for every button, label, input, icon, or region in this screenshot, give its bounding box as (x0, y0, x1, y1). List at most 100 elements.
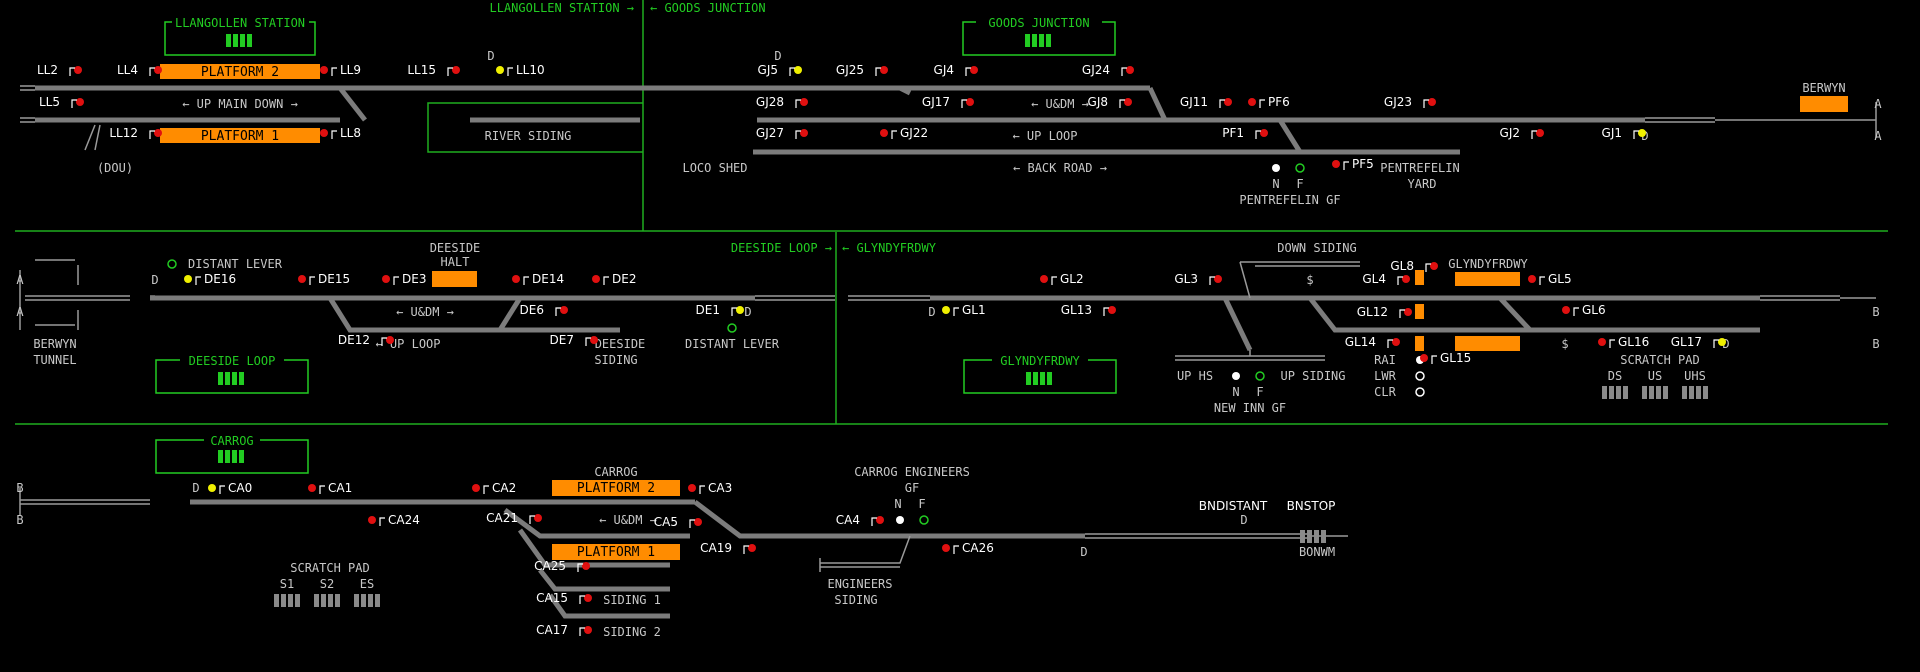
box-goods-junction[interactable]: GOODS JUNCTION (962, 16, 1116, 56)
signal-de3[interactable]: DE3 (382, 272, 426, 286)
signal-gl2[interactable]: GL2 (1040, 272, 1084, 286)
signal-aspect-icon[interactable] (1332, 160, 1340, 168)
n-lever-indicator[interactable] (1272, 164, 1280, 172)
signal-aspect-icon[interactable] (560, 306, 568, 314)
signal-ca17[interactable]: CA17 (536, 623, 592, 637)
signal-gj1[interactable]: GJ1 (1602, 126, 1646, 140)
signal-gj25[interactable]: GJ25 (836, 63, 888, 77)
signal-aspect-icon[interactable] (800, 98, 808, 106)
signal-aspect-icon[interactable] (512, 275, 520, 283)
signal-de15[interactable]: DE15 (298, 272, 350, 286)
signal-aspect-icon[interactable] (876, 516, 884, 524)
clr-indicator[interactable] (1415, 387, 1425, 397)
signal-aspect-icon[interactable] (1392, 338, 1400, 346)
signal-aspect-icon[interactable] (76, 98, 84, 106)
signal-aspect-icon[interactable] (942, 544, 950, 552)
signal-de14[interactable]: DE14 (512, 272, 564, 286)
signal-gl6[interactable]: GL6 (1562, 303, 1606, 317)
signal-ca0[interactable]: CA0 (208, 481, 252, 495)
signal-aspect-icon[interactable] (1428, 98, 1436, 106)
signal-aspect-icon[interactable] (1528, 275, 1536, 283)
signal-aspect-icon[interactable] (590, 336, 598, 344)
signal-aspect-icon[interactable] (1718, 338, 1726, 346)
signal-aspect-icon[interactable] (1248, 98, 1256, 106)
signal-pf1[interactable]: PF1 (1222, 126, 1268, 140)
signal-de7[interactable]: DE7 (550, 333, 598, 347)
signal-aspect-icon[interactable] (584, 594, 592, 602)
signal-de2[interactable]: DE2 (592, 272, 636, 286)
signal-aspect-icon[interactable] (584, 626, 592, 634)
signal-aspect-icon[interactable] (694, 518, 702, 526)
n-lever-indicator[interactable] (896, 516, 904, 524)
signal-pf5[interactable]: PF5 (1332, 157, 1374, 171)
signal-gj4[interactable]: GJ4 (934, 63, 978, 77)
n-lever-indicator[interactable] (1232, 372, 1240, 380)
signal-aspect-icon[interactable] (748, 544, 756, 552)
signal-gj8[interactable]: GJ8 (1088, 95, 1132, 109)
f-lever-indicator[interactable] (1295, 163, 1305, 173)
signal-ll10[interactable]: LL10 (496, 63, 545, 77)
signal-ca15[interactable]: CA15 (536, 591, 592, 605)
signal-aspect-icon[interactable] (298, 275, 306, 283)
signal-aspect-icon[interactable] (320, 129, 328, 137)
signal-ll12[interactable]: LL12 (109, 126, 162, 140)
signal-aspect-icon[interactable] (308, 484, 316, 492)
signal-aspect-icon[interactable] (1124, 98, 1132, 106)
signal-pf6[interactable]: PF6 (1248, 95, 1290, 109)
scratch-pad-keys[interactable] (274, 530, 1326, 607)
signal-aspect-icon[interactable] (1224, 98, 1232, 106)
signal-aspect-icon[interactable] (1562, 306, 1570, 314)
distant-lever-indicator[interactable] (167, 259, 177, 269)
signal-aspect-icon[interactable] (184, 275, 192, 283)
signal-aspect-icon[interactable] (1404, 308, 1412, 316)
signal-ll5[interactable]: LL5 (39, 95, 84, 109)
signal-aspect-icon[interactable] (452, 66, 460, 74)
signal-aspect-icon[interactable] (1430, 262, 1438, 270)
signal-aspect-icon[interactable] (534, 514, 542, 522)
signal-gj17[interactable]: GJ17 (922, 95, 974, 109)
signal-ca25[interactable]: CA25 (534, 559, 590, 573)
signal-aspect-icon[interactable] (154, 66, 162, 74)
signal-gj23[interactable]: GJ23 (1384, 95, 1436, 109)
signal-aspect-icon[interactable] (970, 66, 978, 74)
signal-aspect-icon[interactable] (386, 336, 394, 344)
signal-aspect-icon[interactable] (736, 306, 744, 314)
signal-ca5[interactable]: CA5 (654, 515, 702, 529)
signal-aspect-icon[interactable] (880, 66, 888, 74)
signal-gl3[interactable]: GL3 (1174, 272, 1222, 286)
signal-aspect-icon[interactable] (688, 484, 696, 492)
glyndyfrdwy-link[interactable]: ← GLYNDYFRDWY (842, 241, 937, 255)
box-carrog[interactable]: CARROG (155, 434, 309, 474)
signal-aspect-icon[interactable] (208, 484, 216, 492)
f-lever-indicator[interactable] (1255, 371, 1265, 381)
signal-gl15[interactable]: GL15 (1420, 351, 1471, 365)
deeside-loop-link[interactable]: DEESIDE LOOP → (731, 241, 832, 255)
signal-aspect-icon[interactable] (1536, 129, 1544, 137)
signal-aspect-icon[interactable] (382, 275, 390, 283)
distant-lever-indicator[interactable] (727, 323, 737, 333)
signal-aspect-icon[interactable] (800, 129, 808, 137)
lwr-indicator[interactable] (1415, 371, 1425, 381)
goods-junction-link[interactable]: ← GOODS JUNCTION (650, 1, 766, 15)
signal-aspect-icon[interactable] (472, 484, 480, 492)
signal-aspect-icon[interactable] (942, 306, 950, 314)
signal-aspect-icon[interactable] (966, 98, 974, 106)
signal-ca26[interactable]: CA26 (942, 541, 994, 555)
signal-gl16[interactable]: GL16 (1598, 335, 1649, 349)
signal-aspect-icon[interactable] (1420, 354, 1428, 362)
signal-de16[interactable]: DE16 (184, 272, 236, 286)
signal-gj22[interactable]: GJ22 (880, 126, 928, 140)
signal-aspect-icon[interactable] (582, 562, 590, 570)
signal-aspect-icon[interactable] (794, 66, 802, 74)
signal-gj2[interactable]: GJ2 (1500, 126, 1544, 140)
signal-ll8[interactable]: LL8 (320, 126, 361, 140)
signal-ca1[interactable]: CA1 (308, 481, 352, 495)
signal-de1[interactable]: DE1 (696, 303, 744, 317)
signal-gl5[interactable]: GL5 (1528, 272, 1572, 286)
signal-aspect-icon[interactable] (1040, 275, 1048, 283)
box-deeside-loop[interactable]: DEESIDE LOOP (155, 354, 309, 394)
signal-aspect-icon[interactable] (1402, 275, 1410, 283)
signal-gl8[interactable]: GL8 (1390, 259, 1438, 273)
signal-de12[interactable]: DE12 (338, 333, 394, 347)
signal-aspect-icon[interactable] (880, 129, 888, 137)
